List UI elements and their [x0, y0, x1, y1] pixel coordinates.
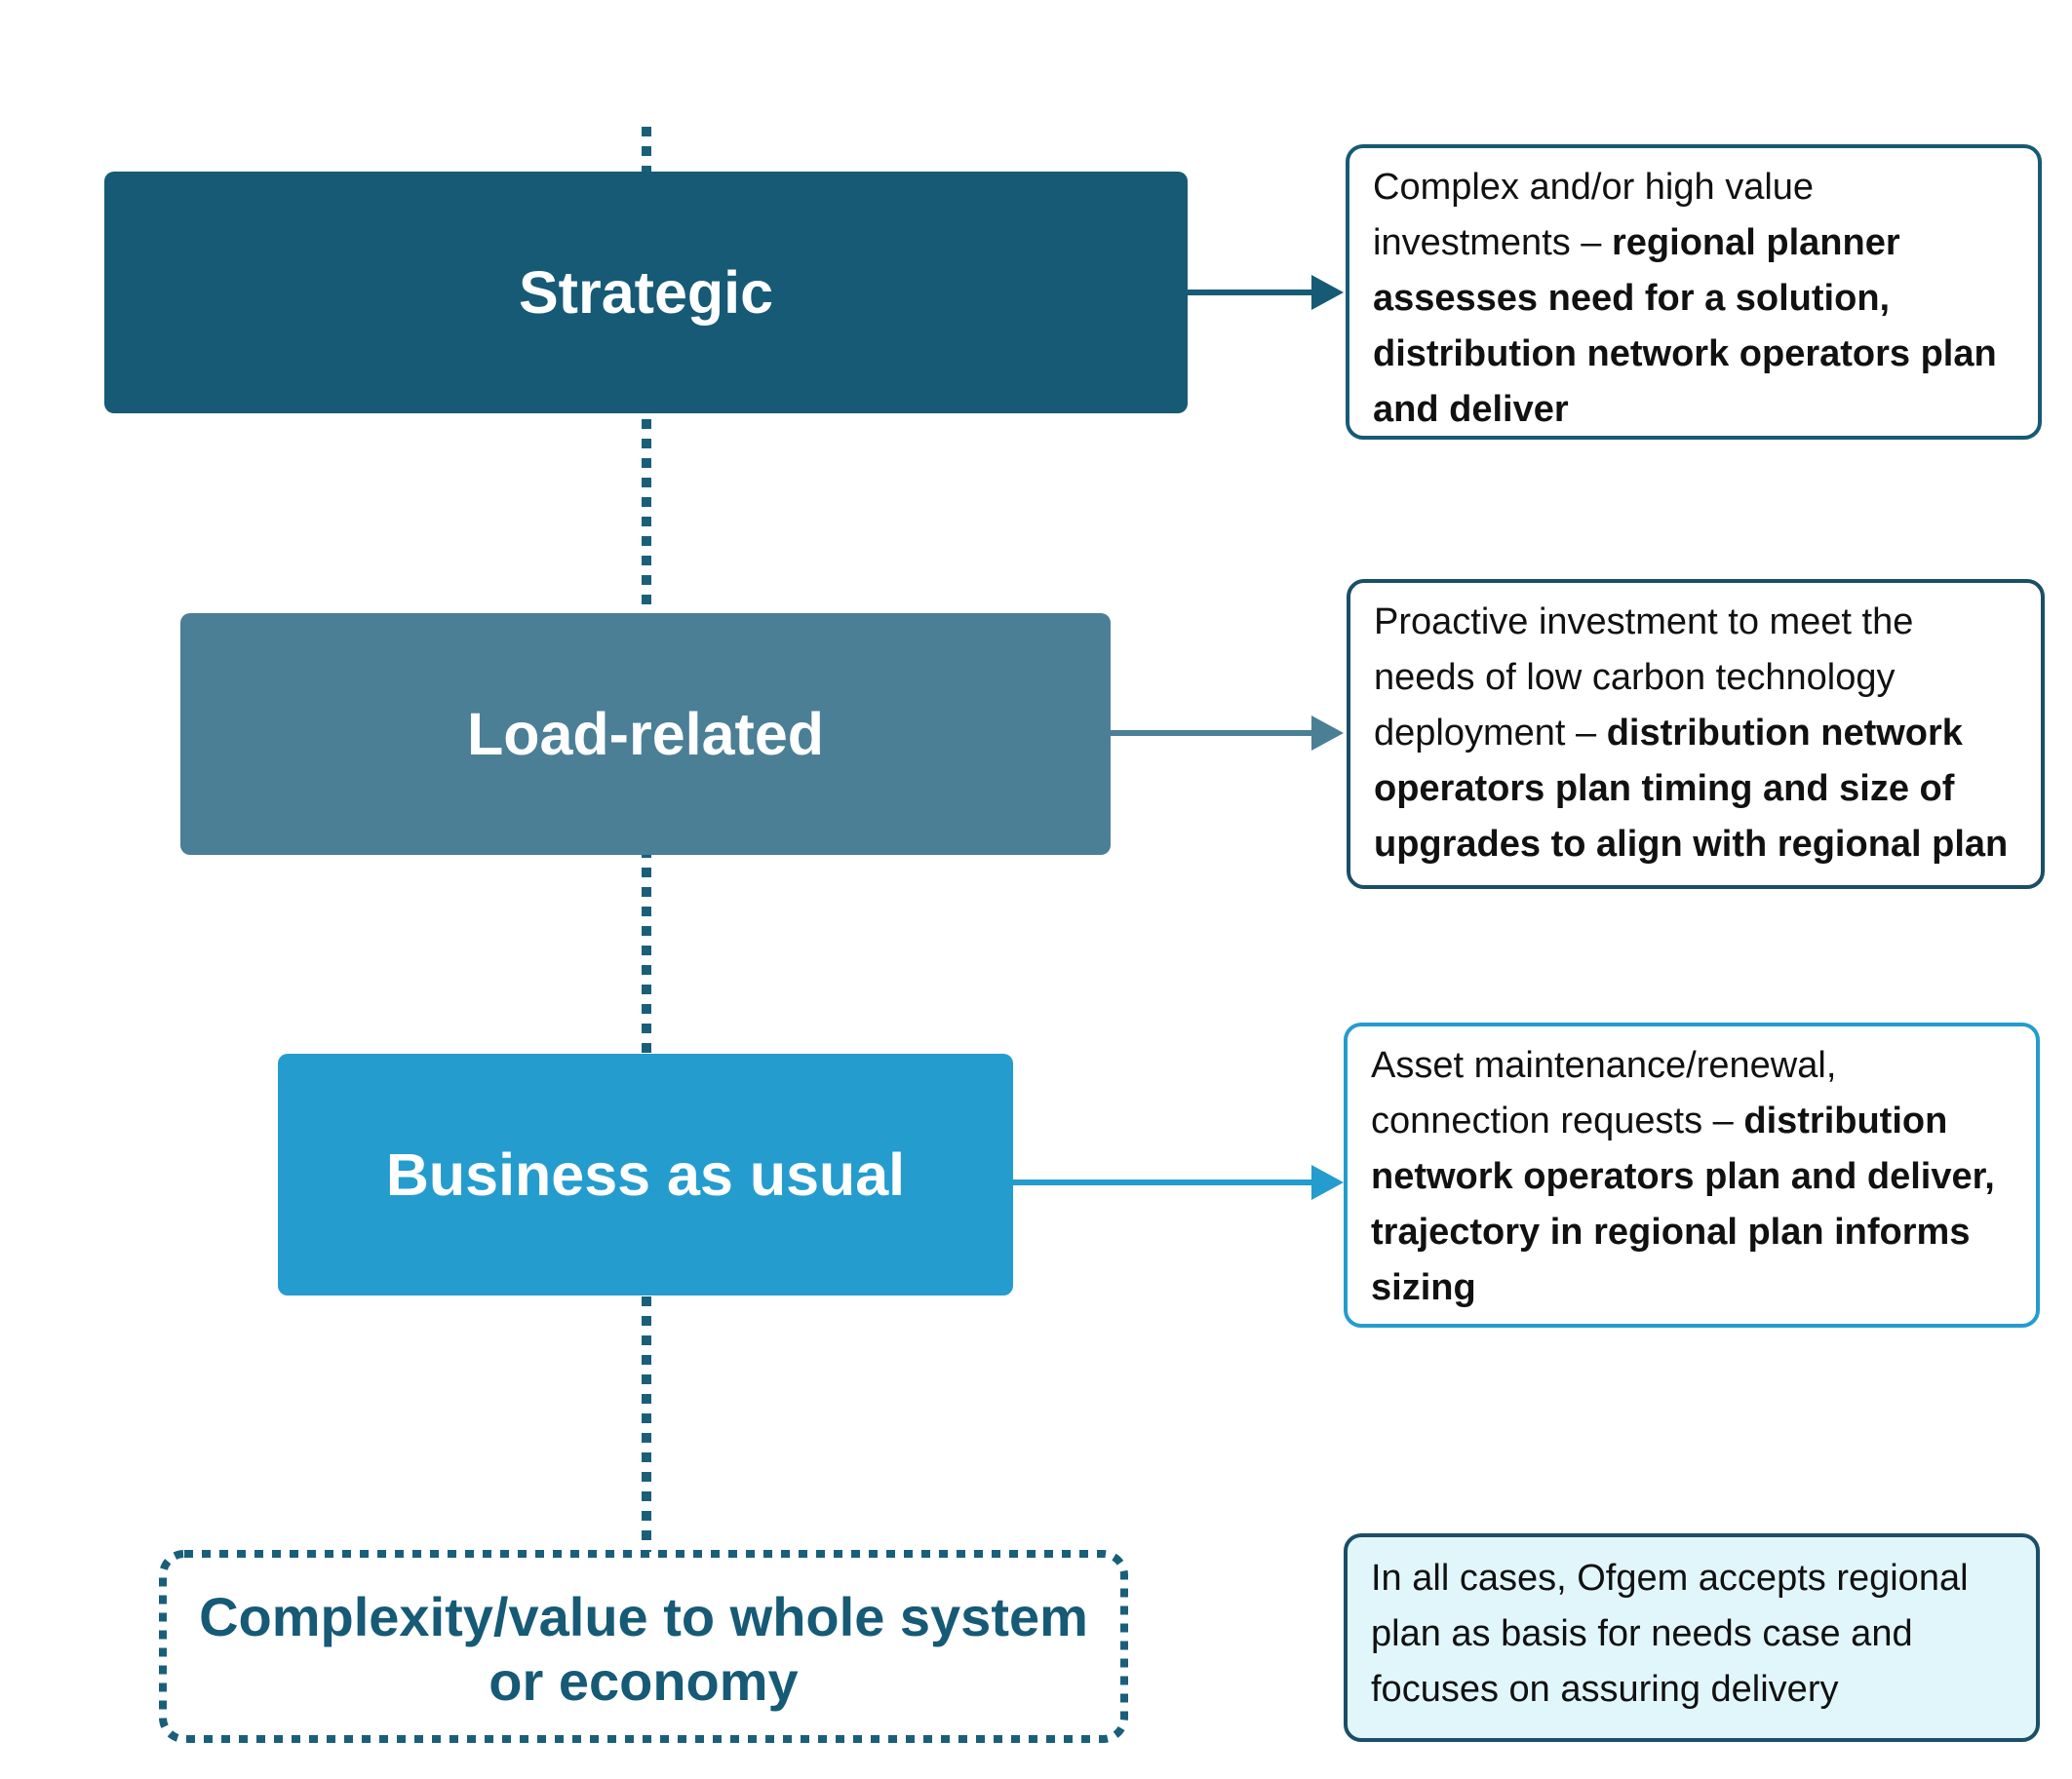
description-business-as-usual: Asset maintenance/renewal, connection re… — [1344, 1023, 2040, 1328]
axis-label: Complexity/value to whole system or econ… — [174, 1564, 1114, 1729]
description-load-related-bold: distribution network operators plan timi… — [1374, 713, 2009, 865]
tier-business-as-usual: Business as usual — [278, 1054, 1013, 1296]
description-business-as-usual-plain: Asset maintenance/renewal, connection re… — [1371, 1045, 1837, 1141]
description-strategic-plain: Complex and/or high value investments – — [1373, 167, 1815, 263]
arrow-business-as-usual — [1013, 1165, 1344, 1200]
description-strategic-bold: regional planner assesses need for a sol… — [1373, 222, 1997, 430]
summary-text: In all cases, Ofgem accepts regional pla… — [1371, 1558, 1969, 1710]
tier-business-as-usual-label: Business as usual — [385, 1141, 906, 1208]
tier-load-related-label: Load-related — [466, 701, 825, 767]
axis-label-dotted-border — [159, 1550, 1128, 1743]
tier-strategic-label: Strategic — [518, 259, 774, 326]
tier-strategic: Strategic — [104, 172, 1188, 413]
arrow-load-related — [1111, 715, 1344, 751]
summary-box: In all cases, Ofgem accepts regional pla… — [1344, 1533, 2040, 1742]
description-load-related: Proactive investment to meet the needs o… — [1347, 579, 2045, 889]
arrow-strategic — [1188, 275, 1344, 310]
description-load-related-plain: Proactive investment to meet the needs o… — [1374, 601, 1914, 754]
tier-load-related: Load-related — [180, 613, 1111, 855]
description-business-as-usual-bold: distribution network operators plan and … — [1371, 1101, 1995, 1308]
description-strategic: Complex and/or high value investments – … — [1346, 144, 2042, 440]
axis-label-text: Complexity/value to whole system or econ… — [199, 1586, 1088, 1712]
